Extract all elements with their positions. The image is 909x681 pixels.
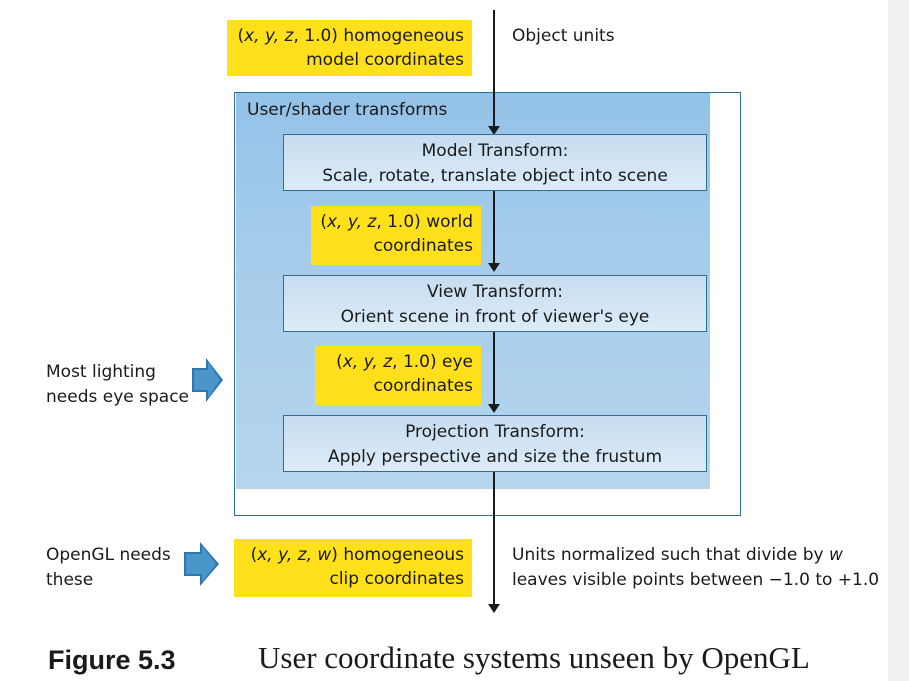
model-coordinates-label: (x, y, z, 1.0) homogeneous model coordin… [227, 20, 472, 76]
projection-transform-desc: Apply perspective and size the frustum [327, 447, 663, 467]
panel-title: User/shader transforms [247, 100, 448, 120]
arrowhead-projection [488, 404, 500, 413]
eye-coordinates-label: (x, y, z, 1.0) eye coordinates [315, 346, 481, 405]
view-transform-box: View Transform: Orient scene in front of… [283, 275, 707, 332]
model-transform-box: Model Transform: Scale, rotate, translat… [283, 134, 707, 191]
world-coordinates-line2: coordinates [373, 236, 473, 256]
projection-transform-box: Projection Transform: Apply perspective … [283, 415, 707, 472]
arrowhead-model [488, 126, 500, 135]
clip-units-note: Units normalized such that divide by w l… [512, 543, 879, 593]
world-coordinates-label: (x, y, z, 1.0) world coordinates [311, 206, 481, 265]
model-coordinates-line1: (x, y, z, 1.0) homogeneous [237, 26, 464, 46]
flow-line-top [493, 10, 495, 131]
view-transform-title: View Transform: [426, 282, 564, 302]
flow-line-world [493, 191, 495, 266]
world-coordinates-line1: (x, y, z, 1.0) world [320, 212, 473, 232]
flow-line-eye [493, 332, 495, 407]
figure-caption: User coordinate systems unseen by OpenGL [258, 640, 810, 675]
model-transform-title: Model Transform: [421, 141, 569, 161]
arrowhead-output [488, 604, 500, 613]
view-transform-desc: Orient scene in front of viewer's eye [340, 307, 650, 327]
lighting-note-line2: needs eye space [46, 387, 189, 407]
eye-coordinates-line2: coordinates [373, 376, 473, 396]
arrowhead-view [488, 263, 500, 272]
right-edge-strip [888, 0, 909, 681]
flow-line-bottom [493, 472, 495, 608]
clip-coordinates-line1: (x, y, z, w) homogeneous [250, 545, 464, 565]
opengl-callout-arrow-icon [184, 542, 219, 586]
projection-transform-title: Projection Transform: [405, 422, 585, 442]
opengl-note-line2: these [46, 570, 94, 590]
lighting-callout-arrow-icon [192, 358, 223, 402]
model-coordinates-line2: model coordinates [306, 50, 464, 70]
clip-units-note-line1: Units normalized such that divide by w [512, 545, 843, 565]
opengl-note-line1: OpenGL needs [46, 545, 171, 565]
clip-units-note-line2: leaves visible points between −1.0 to +1… [512, 570, 880, 590]
opengl-note: OpenGL needs these [46, 543, 171, 593]
lighting-note-line1: Most lighting [46, 362, 156, 382]
lighting-note: Most lighting needs eye space [46, 360, 189, 410]
object-units-note: Object units [512, 26, 615, 46]
clip-coordinates-label: (x, y, z, w) homogeneous clip coordinate… [234, 539, 472, 597]
figure-number: Figure 5.3 [48, 645, 176, 675]
transforms-panel-frame [234, 92, 741, 516]
model-transform-desc: Scale, rotate, translate object into sce… [322, 166, 668, 186]
eye-coordinates-line1: (x, y, z, 1.0) eye [336, 352, 473, 372]
clip-coordinates-line2: clip coordinates [329, 569, 464, 589]
